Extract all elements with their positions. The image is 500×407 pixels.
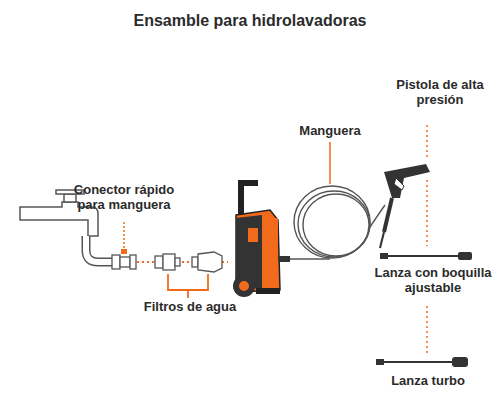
- leader-line: [123, 222, 125, 252]
- water-filter: [155, 252, 222, 272]
- assembly-line: [426, 125, 428, 356]
- title: Ensamble para hidrolavadoras: [0, 12, 500, 30]
- part-label: Pistola de alta presión: [392, 78, 488, 108]
- part-label: Lanza turbo: [378, 374, 478, 389]
- turbo-lance: [376, 357, 468, 367]
- part-label: Lanza con boquilla ajustable: [370, 266, 496, 296]
- pressure-washer: [233, 180, 290, 297]
- leader-dot: [121, 249, 127, 254]
- part-label: Manguera: [285, 124, 375, 139]
- spray-gun: [380, 164, 430, 248]
- part-label: Filtros de agua: [130, 300, 250, 315]
- bracket: [168, 274, 208, 298]
- adjustable-lance: [380, 252, 472, 260]
- leader-line: [329, 142, 331, 184]
- part-label: Conector rápido para manguera: [68, 183, 180, 213]
- hose: [290, 186, 385, 259]
- quick-connector: [112, 255, 136, 269]
